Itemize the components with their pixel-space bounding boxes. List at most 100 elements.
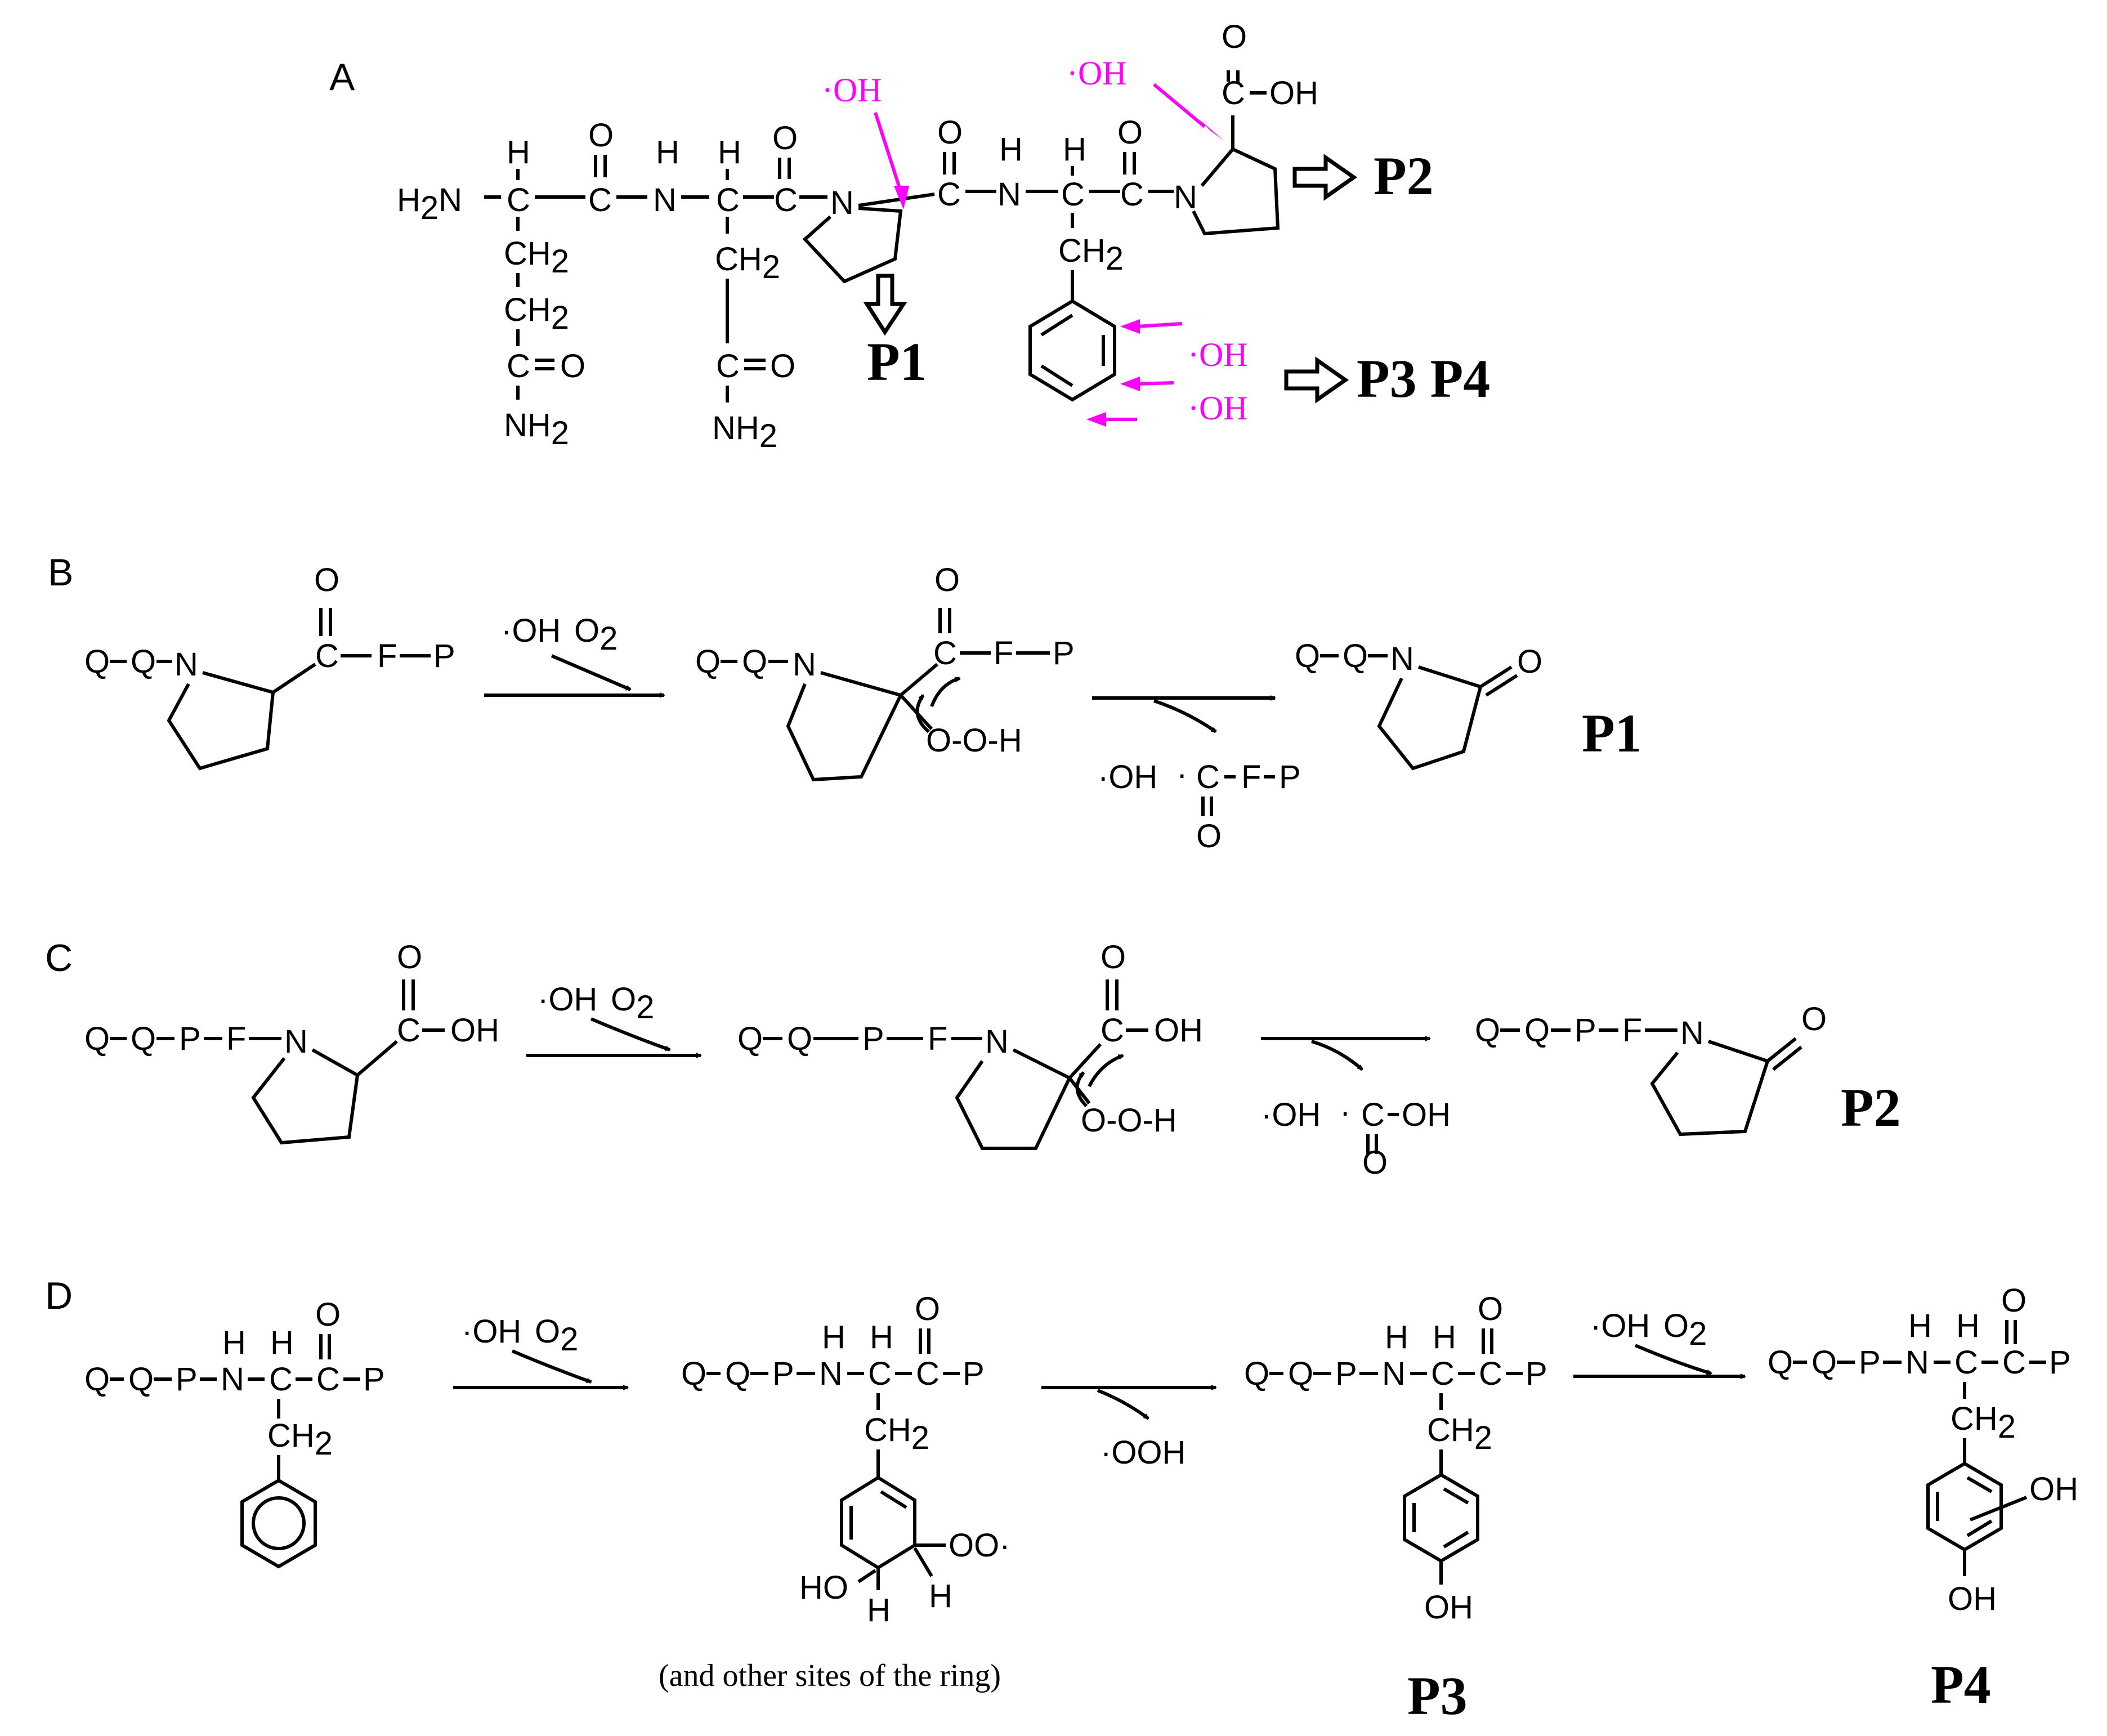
atom-o: O xyxy=(915,1291,940,1327)
product-label-p4: P4 xyxy=(1931,1654,1991,1715)
radical-arrow xyxy=(1137,322,1183,328)
ch2-group: CH2 xyxy=(504,235,569,280)
bond xyxy=(1485,674,1518,697)
atom-h: H xyxy=(507,134,530,171)
ch2-group: CH2 xyxy=(1058,232,1124,277)
atom-o: O xyxy=(1196,818,1222,854)
pyrrolidine-ring xyxy=(802,207,903,284)
atom-o: O xyxy=(2001,1282,2027,1319)
pyrrolidine-ring xyxy=(1192,147,1280,236)
atom-h: H xyxy=(870,1319,893,1355)
ring-sites-note: (and other sites of the ring) xyxy=(659,1658,1001,1693)
panel-a: A H2N H C CH2 CH2 C O NH2 O C H N H C xyxy=(329,19,1490,454)
panel-a-label: A xyxy=(329,56,355,99)
bond xyxy=(1443,1487,1469,1505)
atom-n: N xyxy=(793,646,816,683)
atom-o: O xyxy=(397,939,422,976)
atom-p: P xyxy=(862,1021,884,1057)
benzene-ring xyxy=(1028,299,1116,402)
curved-arrow xyxy=(1311,1040,1363,1071)
atom-o: O xyxy=(1101,939,1126,976)
product-label-p1: P1 xyxy=(1582,703,1642,763)
atom-o: O xyxy=(772,120,798,156)
bond xyxy=(1969,1496,2028,1522)
atom-o: O xyxy=(315,1296,341,1333)
curved-arrow xyxy=(551,654,632,691)
curved-arrow xyxy=(590,1017,671,1052)
atom-c: C xyxy=(774,182,798,218)
atom-p: P xyxy=(1859,1344,1881,1381)
product-label-p2: P2 xyxy=(1374,146,1434,206)
panel-b: B Q Q N C O F P ·OH O2 Q Q N C O F xyxy=(48,551,1642,854)
curved-arrow xyxy=(930,677,961,708)
atom-n: N xyxy=(175,646,198,683)
curved-arrow xyxy=(915,694,930,733)
atom-h: H xyxy=(656,134,679,171)
atom-c: C xyxy=(1120,176,1144,213)
atom-c: C xyxy=(2002,1344,2026,1381)
bond xyxy=(1068,1077,1091,1104)
atom-q: Q xyxy=(1475,1012,1500,1049)
pyrrolidine-ring xyxy=(1650,1040,1770,1137)
bond xyxy=(857,1569,876,1583)
bond xyxy=(1040,364,1073,387)
byproduct-ooh: ·OOH xyxy=(1101,1434,1186,1471)
bond xyxy=(858,193,935,207)
atom-oh: OH xyxy=(1402,1097,1451,1133)
hollow-arrow-right xyxy=(1292,154,1358,201)
atom-q: Q xyxy=(787,1021,812,1057)
atom-q: Q xyxy=(1295,638,1320,674)
atom-n: N xyxy=(1174,179,1197,216)
radical-oh-label: ·OH xyxy=(1188,390,1248,427)
atom-oh: OH xyxy=(1269,75,1318,111)
atom-h: H xyxy=(929,1578,952,1614)
atom-o: O xyxy=(937,114,963,151)
curved-arrow xyxy=(1634,1344,1712,1375)
atom-q: Q xyxy=(1343,638,1368,674)
bond xyxy=(1966,1519,1993,1537)
atom-p: P xyxy=(2049,1344,2071,1381)
byproduct-oh: ·OH xyxy=(1098,759,1157,795)
benzene-ring xyxy=(240,1478,317,1569)
atom-c: C xyxy=(916,1355,940,1392)
atom-p: P xyxy=(1574,1012,1596,1049)
atom-c: C xyxy=(1431,1355,1455,1392)
reagent-oh: ·OH xyxy=(1590,1308,1650,1344)
atom-c: C xyxy=(1101,1012,1124,1049)
atom-h: H xyxy=(1433,1319,1456,1355)
atom-f: F xyxy=(1241,759,1261,795)
bond xyxy=(1479,665,1513,688)
atom-c: C xyxy=(1479,1355,1502,1392)
product-label-p2: P2 xyxy=(1841,1077,1901,1138)
atom-c: C xyxy=(937,176,961,213)
atom-o: O xyxy=(1362,1144,1388,1181)
atom-oh: OH xyxy=(1154,1012,1203,1049)
atom-h: H xyxy=(1063,131,1086,168)
atom-q: Q xyxy=(128,1361,154,1398)
atom-o: O xyxy=(934,562,960,598)
atom-q: Q xyxy=(1811,1344,1837,1381)
atom-p: P xyxy=(179,1021,201,1057)
reagent-oh: ·OH xyxy=(501,612,561,649)
atom-q: Q xyxy=(1768,1344,1793,1381)
radical-arrowhead xyxy=(894,186,909,209)
reagent-o2: O2 xyxy=(574,612,618,657)
nh2-group: NH2 xyxy=(712,410,777,454)
atom-oh: OH xyxy=(1948,1581,1997,1617)
atom-h: H xyxy=(1908,1308,1932,1344)
atom-f: F xyxy=(928,1021,947,1057)
atom-f: F xyxy=(226,1021,246,1057)
atom-c: C xyxy=(316,1361,340,1398)
atom-q: Q xyxy=(737,1021,763,1057)
atom-o: O xyxy=(1478,1291,1503,1327)
atom-q: Q xyxy=(84,1021,110,1057)
atom-ho: HO xyxy=(799,1569,848,1606)
radical-arrow xyxy=(874,112,902,192)
bond xyxy=(1068,1043,1102,1080)
atom-oh: OH xyxy=(1424,1589,1473,1626)
bond xyxy=(1772,1045,1802,1071)
reagent-o2: O2 xyxy=(535,1313,578,1358)
bond xyxy=(356,1040,398,1077)
atom-n: N xyxy=(830,185,854,221)
